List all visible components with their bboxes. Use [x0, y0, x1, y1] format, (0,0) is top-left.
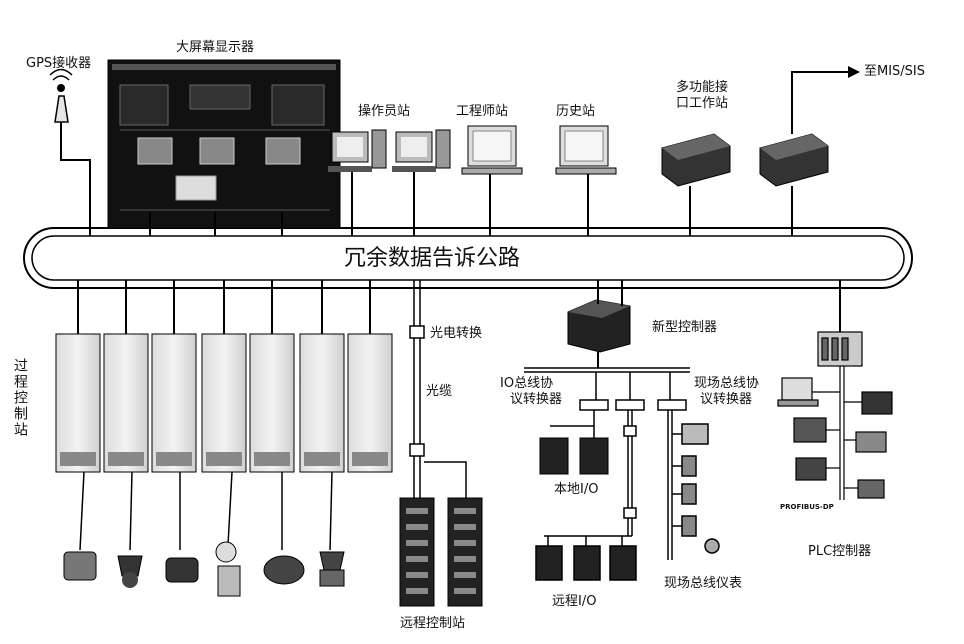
remote-control-cabinets: [399, 497, 483, 607]
mis-sis-label: 至MIS/SIS: [864, 64, 926, 79]
field-devices: [63, 541, 345, 597]
profibus-label: PROFIBUS-DP: [780, 503, 834, 511]
fieldbus-instruments: [667, 410, 720, 560]
gps-label: GPS接收器: [26, 56, 92, 71]
interface-station-label-line1: 多功能接: [676, 80, 729, 95]
fieldbus-converter-label-line2: 议转换器: [700, 392, 753, 407]
local-io-modules: [539, 410, 609, 475]
data-highway-bus: [23, 227, 913, 289]
io-bus-converter-label-line2: 议转换器: [510, 392, 563, 407]
big-screen-label: 大屏幕显示器: [176, 40, 255, 55]
process-control-cabinets: [55, 280, 393, 551]
remote-io-label: 远程I/O: [552, 594, 597, 609]
history-station-label: 历史站: [556, 104, 596, 119]
io-bus-converter-label-line1: IO总线协: [500, 376, 554, 391]
remote-control-station-label: 远程控制站: [400, 616, 466, 631]
interface-station-label-line2: 口工作站: [676, 96, 729, 111]
history-station: [555, 125, 617, 236]
remote-io-modules: [535, 410, 637, 581]
plc-controller-label: PLC控制器: [808, 544, 872, 559]
optical-cable: [409, 280, 467, 498]
gps-antenna-icon: [49, 68, 91, 236]
big-screen-display: [107, 59, 341, 229]
operator-station: [328, 129, 451, 236]
operator-station-label: 操作员站: [358, 104, 411, 119]
new-controller: [567, 280, 631, 368]
plc-controller: [777, 280, 893, 500]
fieldbus-converter-label-line1: 现场总线协: [694, 376, 760, 391]
local-io-label: 本地I/O: [554, 482, 599, 497]
mis-arrow: [791, 66, 860, 134]
data-highway-label: 冗余数据告诉公路: [344, 246, 521, 271]
engineer-station: [461, 125, 523, 236]
new-controller-label: 新型控制器: [652, 320, 718, 335]
engineer-station-label: 工程师站: [456, 104, 509, 119]
interface-workstations: [661, 133, 829, 236]
process-control-station-label: 过程控制站: [12, 358, 28, 438]
optical-cable-label: 光缆: [426, 384, 453, 399]
fieldbus-instruments-label: 现场总线仪表: [664, 576, 743, 591]
optical-converter-label: 光电转换: [430, 326, 483, 341]
controller-subbus: [524, 367, 690, 411]
display-bus-links: [149, 212, 283, 236]
